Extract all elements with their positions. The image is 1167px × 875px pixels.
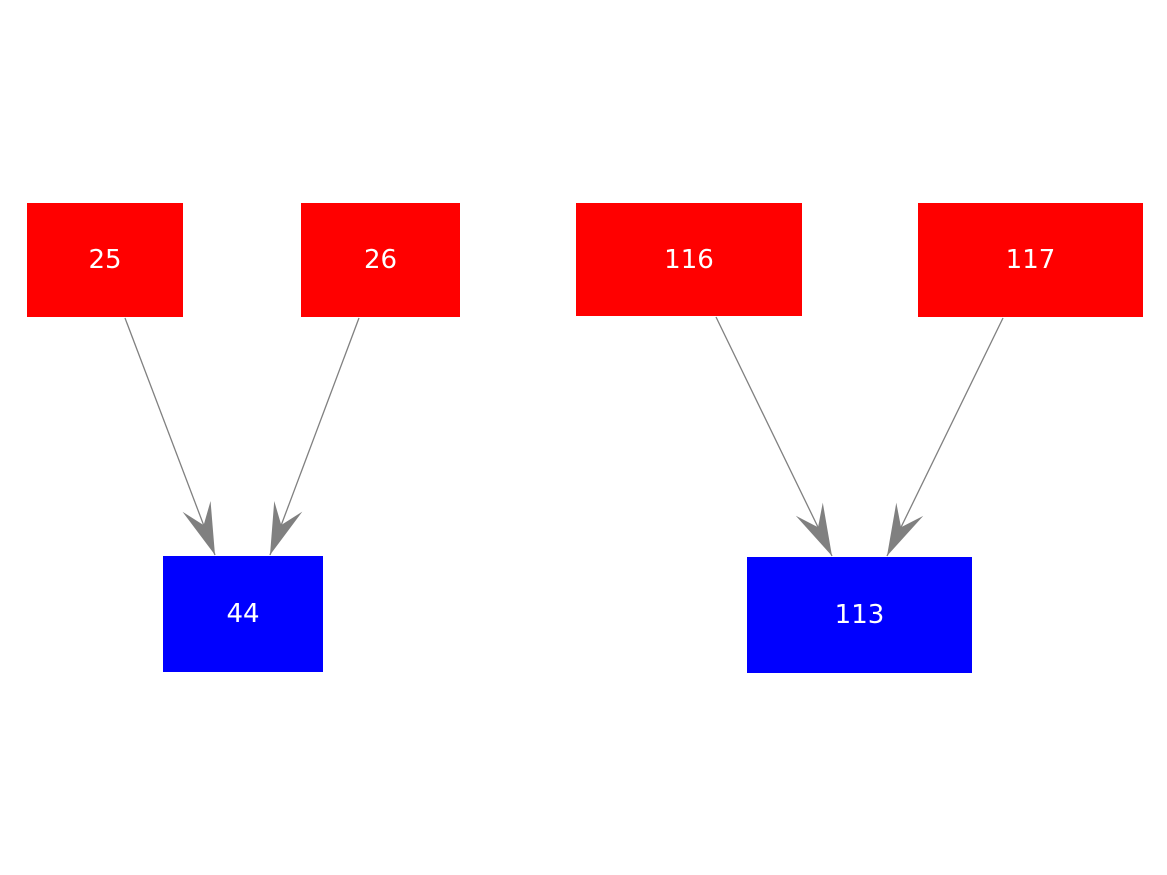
node-label: 117 xyxy=(1005,245,1056,275)
edge-26-44 xyxy=(269,317,360,556)
graph-node-117: 117 xyxy=(918,203,1143,317)
graph-node-44: 44 xyxy=(163,556,323,672)
edge-25-44 xyxy=(124,317,216,556)
node-label: 25 xyxy=(88,245,122,275)
graph-node-116: 116 xyxy=(576,203,802,316)
node-label: 113 xyxy=(834,600,885,630)
graph-node-113: 113 xyxy=(747,557,972,673)
graph-node-26: 26 xyxy=(301,203,460,317)
node-label: 44 xyxy=(226,599,260,629)
edge-117-113 xyxy=(886,317,1004,557)
node-label: 116 xyxy=(664,244,714,275)
graph-node-25: 25 xyxy=(27,203,183,317)
node-label: 26 xyxy=(363,245,398,275)
edge-116-113 xyxy=(715,316,833,557)
